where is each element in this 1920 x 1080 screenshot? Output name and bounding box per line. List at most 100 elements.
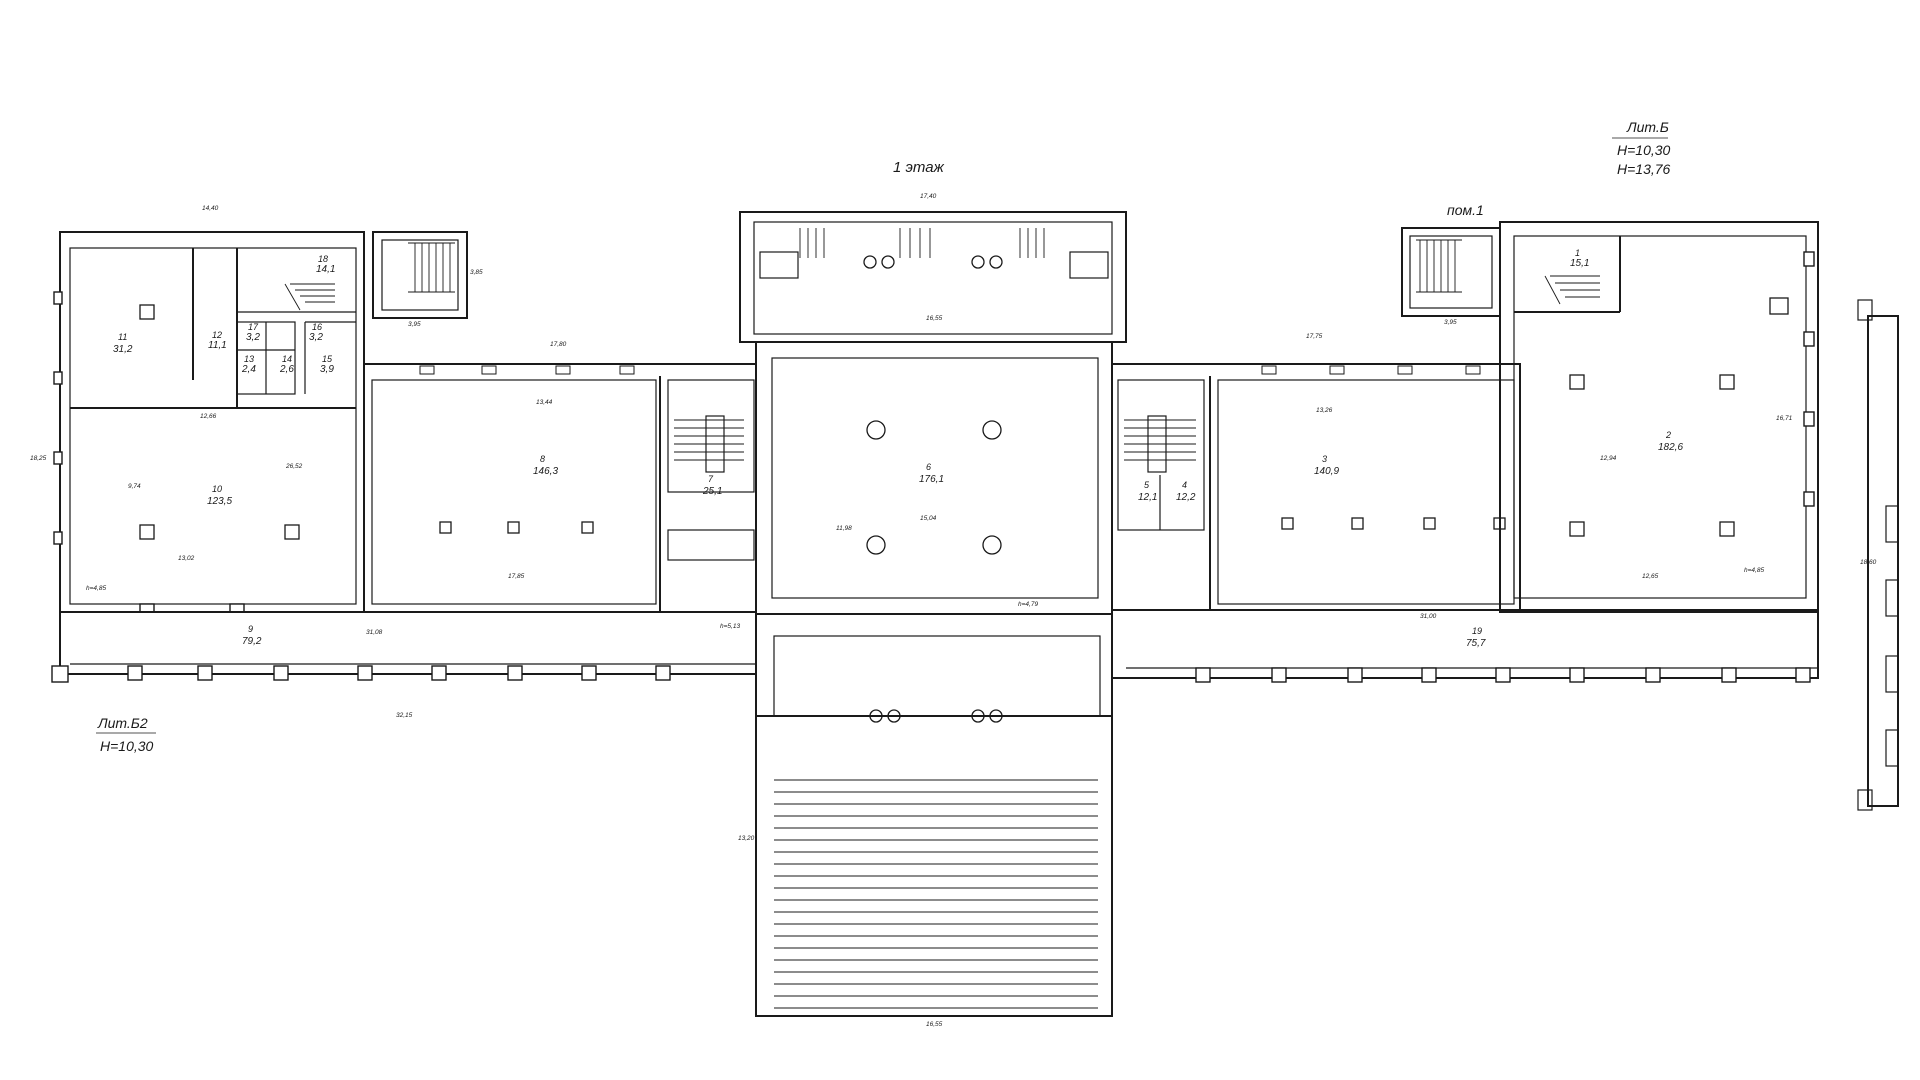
svg-text:16,55: 16,55 xyxy=(926,1021,943,1028)
room-2-area: 182,6 xyxy=(1658,442,1683,453)
svg-text:3,95: 3,95 xyxy=(1444,319,1457,326)
room-3-num: 3 xyxy=(1322,454,1327,464)
svg-text:16,55: 16,55 xyxy=(926,315,943,322)
room-15-num: 15 xyxy=(322,354,333,364)
svg-text:17,40: 17,40 xyxy=(920,193,937,200)
room-3-area: 140,9 xyxy=(1314,466,1339,477)
svg-text:17,85: 17,85 xyxy=(508,573,525,580)
stair-tower-left xyxy=(372,231,468,319)
hall-3 xyxy=(1111,363,1521,611)
room-13-area: 2,4 xyxy=(241,364,256,375)
svg-text:17,75: 17,75 xyxy=(1306,333,1323,340)
corridor-9 xyxy=(51,611,757,683)
room-10-num: 10 xyxy=(212,484,222,494)
room-labels: 10 123,5 11 31,2 12 11,1 17 3,2 16 3,2 1… xyxy=(113,248,1683,649)
svg-text:h=4,79: h=4,79 xyxy=(1018,601,1038,608)
room-13-num: 13 xyxy=(244,354,254,364)
svg-text:31,08: 31,08 xyxy=(366,629,383,636)
room-8-area: 146,3 xyxy=(533,466,558,477)
svg-text:12,94: 12,94 xyxy=(1600,455,1617,462)
room-1-area: 15,1 xyxy=(1570,258,1589,269)
room-18-area: 14,1 xyxy=(316,264,335,275)
svg-text:Лит.Б2: Лит.Б2 xyxy=(97,715,148,731)
room-label: пом.1 xyxy=(1447,202,1484,218)
svg-text:h=4,85: h=4,85 xyxy=(86,585,106,592)
center-top xyxy=(739,211,1127,343)
svg-text:3,85: 3,85 xyxy=(470,269,483,276)
side-elevation xyxy=(1857,299,1899,811)
stair-room-1 xyxy=(1544,275,1600,305)
room-14-num: 14 xyxy=(282,354,292,364)
hall-8 xyxy=(363,363,757,613)
svg-text:26,52: 26,52 xyxy=(285,463,303,470)
room-6-num: 6 xyxy=(926,462,931,472)
svg-text:18,25: 18,25 xyxy=(30,455,47,462)
column xyxy=(139,524,155,540)
dimension-labels: 14,40 17,40 16,55 16,55 31,08 31,00 32,1… xyxy=(30,193,1877,1028)
room-15-area: 3,9 xyxy=(320,364,334,375)
svg-text:h=5,13: h=5,13 xyxy=(720,623,740,630)
room-11-num: 11 xyxy=(118,332,127,342)
room-19-area: 75,7 xyxy=(1466,638,1486,649)
svg-text:15,04: 15,04 xyxy=(920,515,937,522)
svg-text:31,00: 31,00 xyxy=(1420,613,1437,620)
room-6-area: 176,1 xyxy=(919,474,944,485)
room-12-num: 12 xyxy=(212,330,222,340)
svg-text:H=13,76: H=13,76 xyxy=(1617,161,1671,177)
room-9-num: 9 xyxy=(248,624,253,634)
column xyxy=(139,304,155,320)
svg-text:3,95: 3,95 xyxy=(408,321,421,328)
svg-text:h=4,85: h=4,85 xyxy=(1744,567,1764,574)
room-16-num: 16 xyxy=(312,322,322,332)
stair-room-4-5 xyxy=(1117,379,1205,531)
svg-text:17,80: 17,80 xyxy=(550,341,567,348)
stair-room-7 xyxy=(667,379,755,561)
svg-text:18,60: 18,60 xyxy=(1860,559,1877,566)
svg-text:H=10,30: H=10,30 xyxy=(100,738,154,754)
room-2-num: 2 xyxy=(1665,430,1671,440)
room-12-area: 11,1 xyxy=(208,340,227,351)
room-17-num: 17 xyxy=(248,322,259,332)
room-16-area: 3,2 xyxy=(309,332,323,343)
svg-text:13,26: 13,26 xyxy=(1316,407,1333,414)
room-4-num: 4 xyxy=(1182,480,1187,490)
svg-text:9,74: 9,74 xyxy=(128,483,141,490)
center-lower xyxy=(755,613,1113,1017)
svg-text:Лит.Б: Лит.Б xyxy=(1626,119,1669,135)
room-5-area: 12,1 xyxy=(1138,492,1157,503)
svg-text:H=10,30: H=10,30 xyxy=(1617,142,1671,158)
room-1-num: 1 xyxy=(1575,248,1580,258)
floor-title: 1 этаж xyxy=(893,159,945,176)
room-7-area: 25,1 xyxy=(702,486,722,497)
room-9-area: 79,2 xyxy=(242,636,262,647)
corridor-19 xyxy=(1111,609,1819,683)
room-11-area: 31,2 xyxy=(113,344,133,355)
room-2-wing xyxy=(1499,221,1819,613)
lit-b-label: Лит.Б H=10,30 H=13,76 xyxy=(1612,119,1671,177)
stair-tower-right xyxy=(1401,227,1501,317)
room-7-num: 7 xyxy=(708,474,714,484)
room-10-area: 123,5 xyxy=(207,496,232,507)
svg-text:11,98: 11,98 xyxy=(836,525,852,532)
svg-text:16,71: 16,71 xyxy=(1776,415,1793,422)
room-18-num: 18 xyxy=(318,254,328,264)
room-4-area: 12,2 xyxy=(1176,492,1196,503)
left-wing xyxy=(53,231,365,613)
svg-text:14,40: 14,40 xyxy=(202,205,219,212)
svg-text:32,15: 32,15 xyxy=(396,712,413,719)
room-5-num: 5 xyxy=(1144,480,1150,490)
room-17-area: 3,2 xyxy=(246,332,260,343)
lit-b2-label: Лит.Б2 H=10,30 xyxy=(96,715,156,754)
room-8-num: 8 xyxy=(540,454,545,464)
svg-text:12,65: 12,65 xyxy=(1642,573,1659,580)
svg-text:13,20: 13,20 xyxy=(738,835,755,842)
svg-text:13,44: 13,44 xyxy=(536,399,553,406)
svg-text:12,66: 12,66 xyxy=(200,413,217,420)
column xyxy=(284,524,300,540)
room-19-num: 19 xyxy=(1472,626,1482,636)
stair-room-18 xyxy=(284,283,335,311)
svg-text:13,02: 13,02 xyxy=(178,555,195,562)
ramp-steps xyxy=(774,779,1098,1009)
room-14-area: 2,6 xyxy=(279,364,294,375)
